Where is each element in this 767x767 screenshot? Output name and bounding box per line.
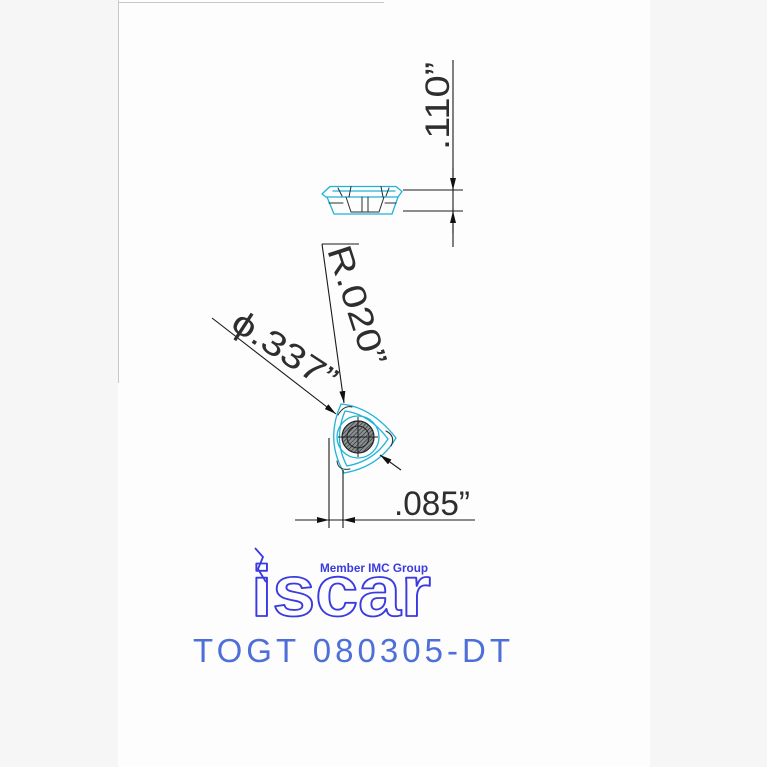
side-view-hole	[345, 186, 385, 213]
part-number: TOGT 080305-DT	[193, 632, 510, 669]
top-view-inner-outline	[338, 410, 389, 467]
top-view-outer-outline	[333, 403, 397, 474]
logo-tagline: Member IMC Group	[320, 563, 428, 575]
top-view-corner-lobes	[336, 406, 394, 470]
drawing-paper	[118, 0, 650, 767]
iscar-logo-wordmark: iscar	[251, 552, 431, 632]
edge-arrow	[379, 454, 402, 471]
side-view-insert	[321, 185, 403, 215]
side-view-body	[326, 196, 399, 215]
iscar-logo: iscar Member IMC Group	[250, 547, 432, 633]
thickness-label: .110”	[419, 62, 457, 150]
iscar-logo-swoosh	[254, 547, 267, 583]
corner-radius-leader	[321, 243, 346, 404]
top-view-insert	[333, 403, 402, 474]
thickness-dimension: .110”	[403, 60, 463, 247]
side-view-rake-face	[321, 185, 403, 198]
width-label: .085”	[394, 485, 470, 523]
width-dimension: .085”	[295, 438, 475, 528]
drawing-frame	[118, 0, 384, 383]
center-hole	[338, 417, 378, 457]
top-view-hole-chamfer	[336, 415, 380, 459]
side-view-edge-lines	[328, 187, 397, 204]
inscribed-circle-leader	[211, 317, 337, 415]
